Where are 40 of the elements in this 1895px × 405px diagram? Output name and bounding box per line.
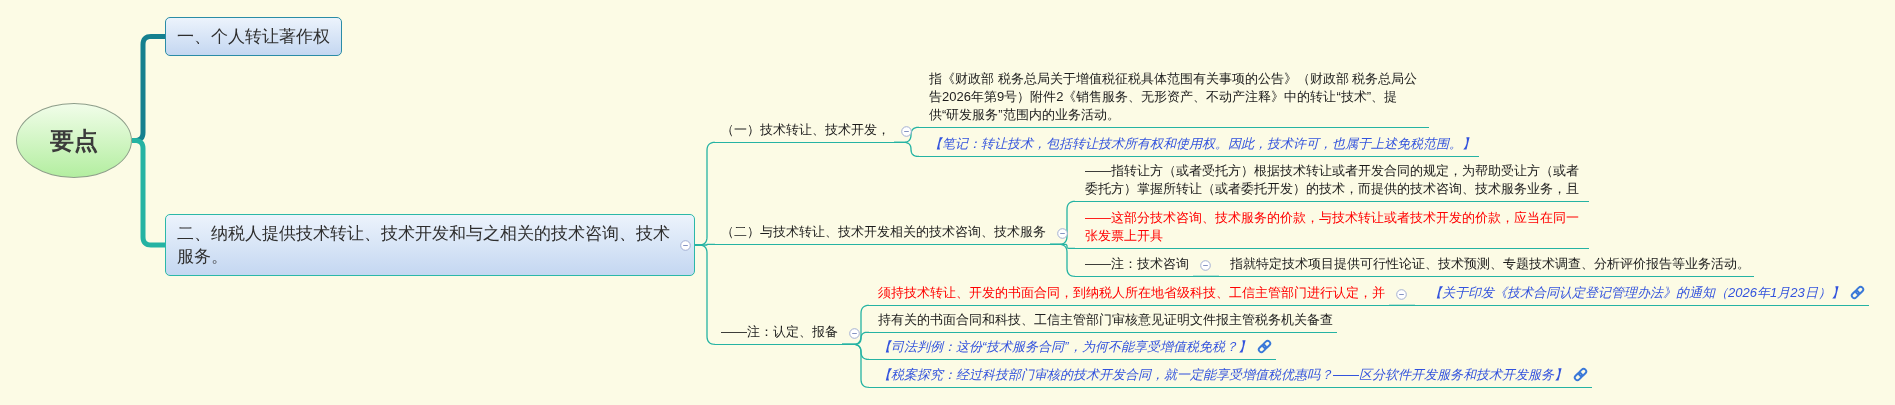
underlined-topic — [919, 135, 1479, 157]
underlined-topic — [1415, 284, 1869, 306]
underlined-topic — [1219, 255, 1754, 277]
underlined-topic — [715, 121, 894, 143]
topic-text: 一、个人转让著作权 — [177, 26, 330, 48]
topic-box — [165, 17, 342, 56]
underlined-topic — [869, 311, 1337, 333]
underlined-topic — [715, 223, 1050, 245]
underlined-topic — [1075, 162, 1589, 202]
topic-box — [165, 214, 695, 276]
branch-line — [893, 141, 920, 157]
branch-line — [841, 343, 870, 388]
note-text: 【司法判例：这份“技术服务合同”，为何不能享受增值税免税？】 — [878, 339, 1251, 354]
underlined-topic — [869, 366, 1592, 388]
underlined-topic — [869, 284, 1389, 306]
branch-line — [1388, 304, 1416, 306]
topic-text: （一）技术转让、技术开发， — [721, 122, 890, 137]
note-text: 【税案探究：经过科技部门审核的技术开发合同，就一定能享受增值税优惠吗？——区分软件开发服务和技术开发服务】 — [878, 367, 1567, 382]
topic-text: 指就特定技术项目提供可行性论证、技术预测、专题技术调查、分析评价报告等业务活动。 — [1230, 256, 1750, 271]
topic-text: 指《财政部 税务总局关于增值税征税具体范围有关事项的公告》（财政部 税务总局公告2026年第9号）附件2《销售服务、无形资产、不动产注释》中的转让“技术”、提供“研发服务”范围内的业务活动。 — [929, 71, 1418, 122]
branch-line — [1192, 275, 1220, 277]
topic-text: ——注：认定、报备 — [721, 324, 838, 339]
topic-text: 持有关的书面合同和科技、工信主管部门审核意见证明文件报主管税务机关备查 — [878, 312, 1333, 327]
underlined-topic — [1075, 209, 1589, 249]
underlined-topic — [919, 70, 1429, 128]
topic-text: 二、纳税人提供技术转让、技术开发和与之相关的技术咨询、技术服务。 — [177, 223, 671, 268]
topic-text: 须持技术转让、开发的书面合同，到纳税人所在地省级科技、工信主管部门进行认定，并 — [878, 285, 1385, 300]
topic-text: ——这部分技术咨询、技术服务的价款，与技术转让或者技术开发的价款，应当在同一张发票上开具 — [1085, 210, 1579, 243]
underlined-topic — [1075, 255, 1193, 277]
topic-text: 要点 — [50, 126, 98, 155]
underlined-topic — [869, 338, 1276, 360]
note-text: 【关于印发《技术合同认定登记管理办法》的通知（2026年1月23日）】 — [1429, 285, 1844, 300]
branch-line — [1049, 243, 1076, 277]
topic-text: ——注：技术咨询 — [1085, 256, 1189, 271]
branch-line — [132, 138, 165, 248]
topic-text: ——指转让方（或者受托方）根据技术转让或者开发合同的规定，为帮助受让方（或者委托方）掌握所转让（或者委托开发）的技术，而提供的技术咨询、技术服务业务，且 — [1085, 163, 1579, 196]
note-text: 【笔记：转让技术，包括转让技术所有权和使用权。因此，技术许可，也属于上述免税范围。】 — [929, 136, 1475, 151]
branch-line — [694, 244, 716, 345]
topic-text: （二）与技术转让、技术开发相关的技术咨询、技术服务 — [721, 224, 1046, 239]
underlined-topic — [715, 323, 842, 345]
